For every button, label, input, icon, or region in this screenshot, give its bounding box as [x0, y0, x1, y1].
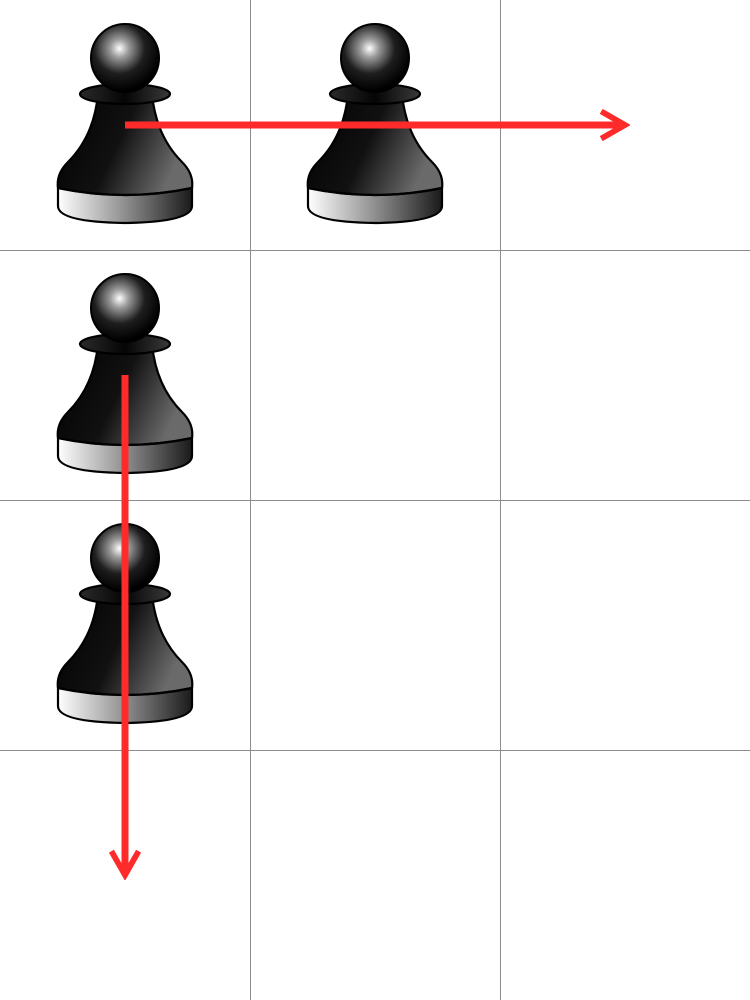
move-arrows — [125, 125, 625, 875]
